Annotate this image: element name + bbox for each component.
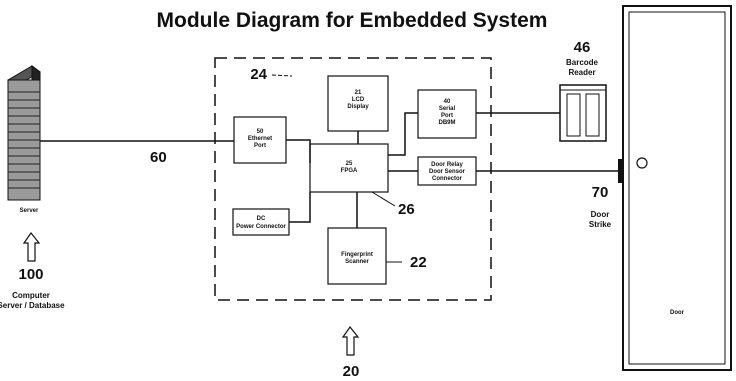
arrow-100-icon (24, 233, 39, 261)
barcode-ref: 46 (574, 39, 591, 56)
serial-line2: Serial (439, 106, 456, 112)
barcode-label-line1: Barcode (566, 58, 599, 67)
lcd-line3: Display (347, 104, 369, 110)
dc-line2: Power Connector (236, 224, 286, 230)
fingerprint-line1: Fingerprint (341, 252, 373, 258)
relay-line2: Door Sensor (429, 169, 466, 175)
door-label: Door (670, 310, 685, 316)
door-strike-line2: Strike (589, 220, 612, 229)
serial-line4: DB9M (438, 120, 455, 126)
embedded-ref: 20 (343, 363, 360, 380)
lcd-line2: LCD (352, 97, 365, 103)
arrow-20-icon (343, 327, 358, 355)
fingerprint-ref: 22 (410, 254, 427, 271)
server-caption: Server (20, 208, 39, 214)
ethernet-line2: Ethernet (248, 136, 272, 142)
dc-line1: DC (257, 216, 266, 222)
server-icon (8, 66, 40, 200)
relay-line3: Connector (432, 176, 463, 182)
boundary-leader (272, 75, 292, 76)
fpga-leader (372, 192, 395, 206)
barcode-reader-icon (560, 85, 606, 141)
fpga-line2: FPGA (341, 168, 358, 174)
door-strike-line1: Door (591, 210, 610, 219)
ethernet-line1: 50 (257, 129, 264, 135)
serial-line3: Port (441, 113, 453, 119)
lcd-line1: 21 (355, 90, 362, 96)
diagram-title: Module Diagram for Embedded System (157, 9, 548, 32)
door-strike-ref: 70 (592, 184, 609, 201)
computer-label-line2: Server / Database (0, 301, 65, 310)
ethernet-line3: Port (254, 143, 266, 149)
fingerprint-line2: Scanner (345, 259, 369, 265)
link-ref: 60 (150, 149, 167, 166)
boundary-ref: 24 (250, 66, 267, 83)
relay-line1: Door Relay (431, 162, 463, 168)
barcode-label-line2: Reader (568, 68, 595, 77)
dc-power-box (233, 209, 289, 235)
computer-label-line1: Computer (12, 291, 50, 300)
computer-ref: 100 (18, 266, 43, 283)
serial-line1: 40 (444, 99, 451, 105)
fpga-line1: 25 (346, 161, 353, 167)
fpga-ref: 26 (398, 201, 415, 218)
